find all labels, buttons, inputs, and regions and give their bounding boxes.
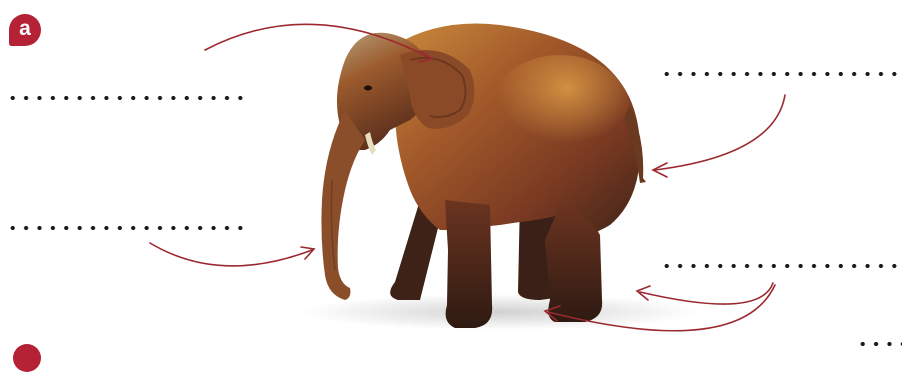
answer-blank-lower-right[interactable] [660, 262, 900, 270]
answer-blank-top-right[interactable] [660, 70, 900, 78]
body-highlight [490, 55, 630, 165]
elephant [321, 24, 646, 328]
arrow-to-tail [655, 95, 785, 170]
arrow-to-trunk [150, 243, 312, 266]
elephant-eye [364, 86, 372, 91]
answer-blank-bottom-right[interactable] [856, 340, 902, 348]
elephant-trunk [321, 110, 365, 300]
arrow-to-hind-foot [640, 283, 773, 304]
near-front-leg [445, 200, 492, 328]
answer-blank-middle-left[interactable] [6, 224, 246, 232]
elephant-illustration [0, 0, 906, 353]
answer-blank-top-left[interactable] [6, 94, 246, 102]
ground-shadow [300, 294, 700, 330]
